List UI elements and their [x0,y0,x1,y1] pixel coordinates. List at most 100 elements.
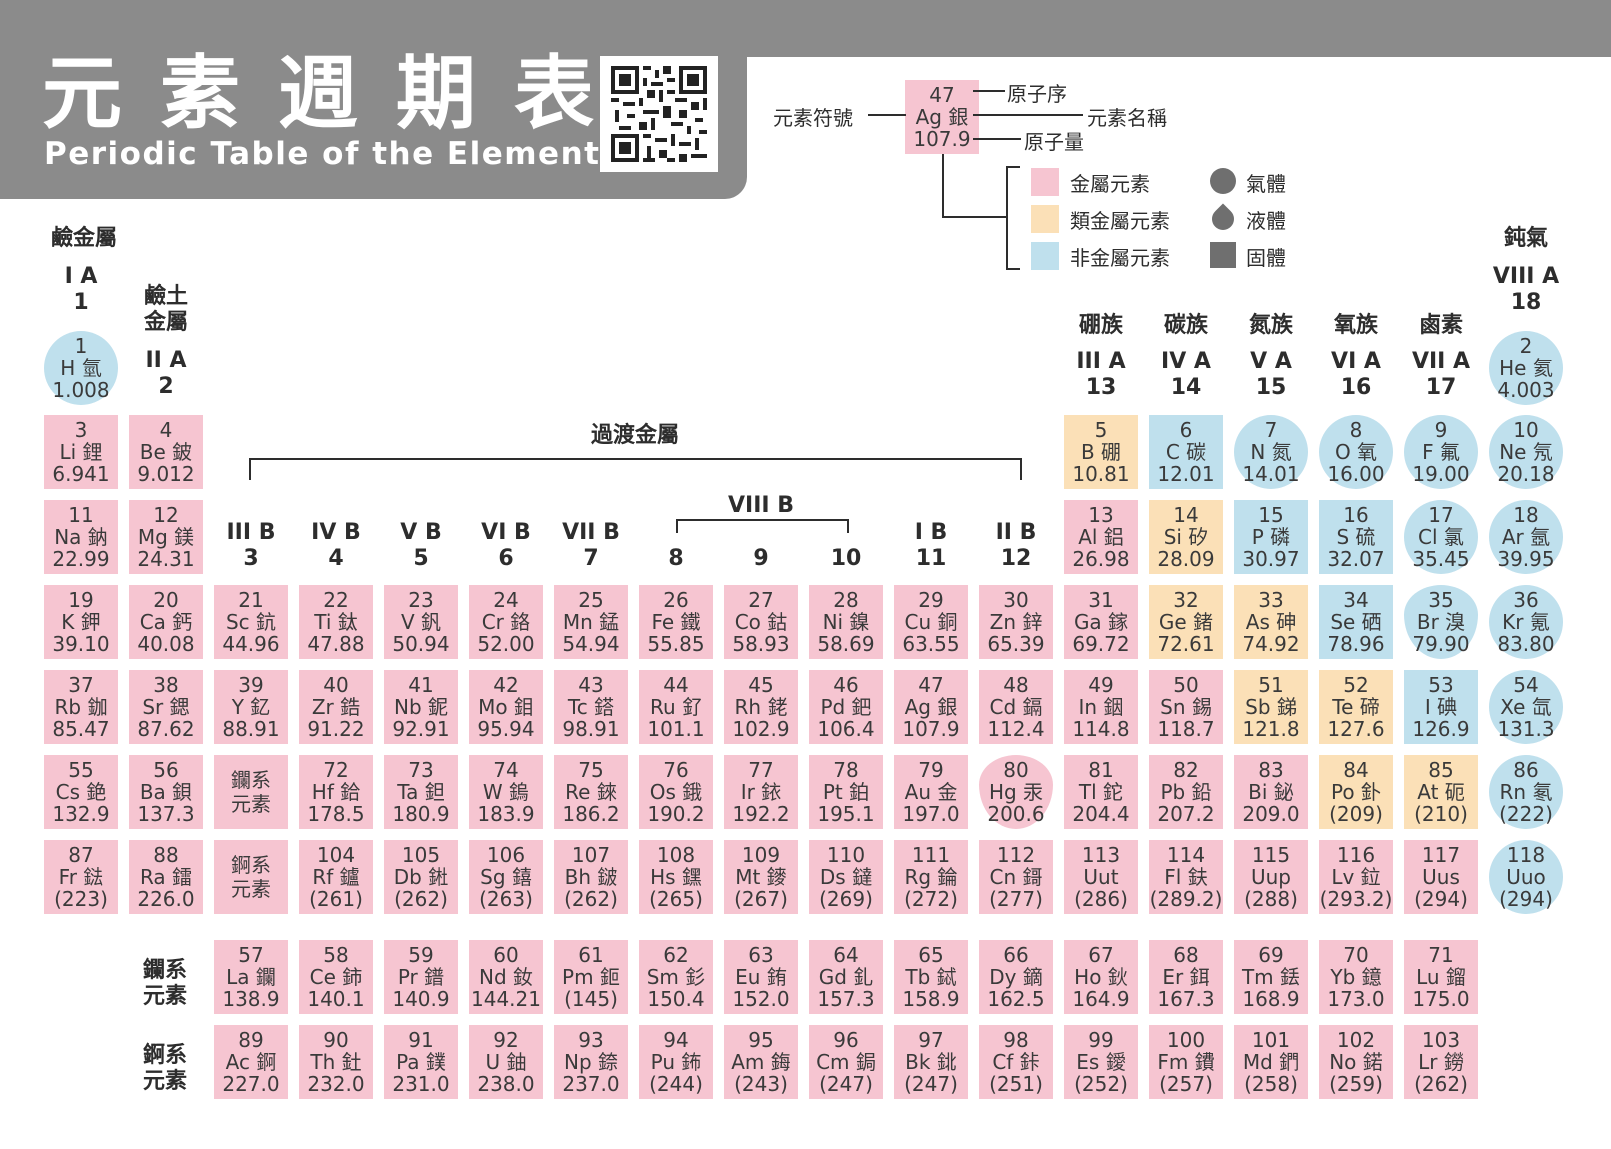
lanthanide-reference-cell[interactable]: 鑭系元素 [214,755,288,829]
qr-code[interactable] [600,56,718,172]
actinide-reference-cell[interactable]: 錒系元素 [214,840,288,914]
